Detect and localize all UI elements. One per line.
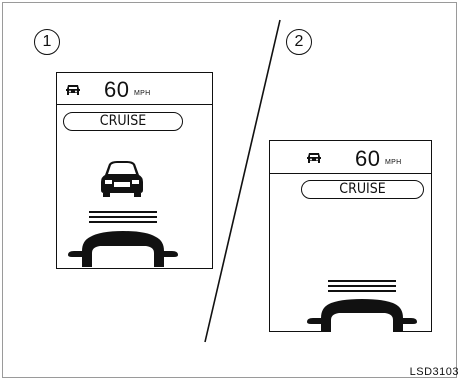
car-front-icon (65, 82, 81, 98)
display-panel-1: 60 MPH CRUISE (56, 72, 213, 269)
speed-unit-1: MPH (134, 90, 150, 97)
distance-bars-icon (326, 279, 398, 293)
speed-unit-2: MPH (385, 159, 401, 166)
cruise-label-1: CRUISE (100, 113, 146, 129)
car-rear-outline-icon (99, 160, 145, 198)
speed-header-1: 60 MPH (57, 73, 212, 105)
cruise-label-2: CRUISE (339, 181, 385, 197)
cruise-indicator-2: CRUISE (301, 180, 424, 199)
speed-header-2: 60 MPH (270, 141, 431, 174)
speed-value-2: 60 (355, 146, 380, 172)
car-rear-filled-icon (305, 296, 419, 332)
cruise-indicator-1: CRUISE (63, 112, 183, 131)
car-front-icon (306, 150, 322, 166)
distance-bars-icon (87, 210, 159, 224)
car-rear-filled-icon (66, 227, 180, 267)
figure-reference-code: LSD3103 (410, 366, 459, 378)
display-panel-2: 60 MPH CRUISE (269, 140, 432, 332)
speed-value-1: 60 (104, 77, 129, 103)
